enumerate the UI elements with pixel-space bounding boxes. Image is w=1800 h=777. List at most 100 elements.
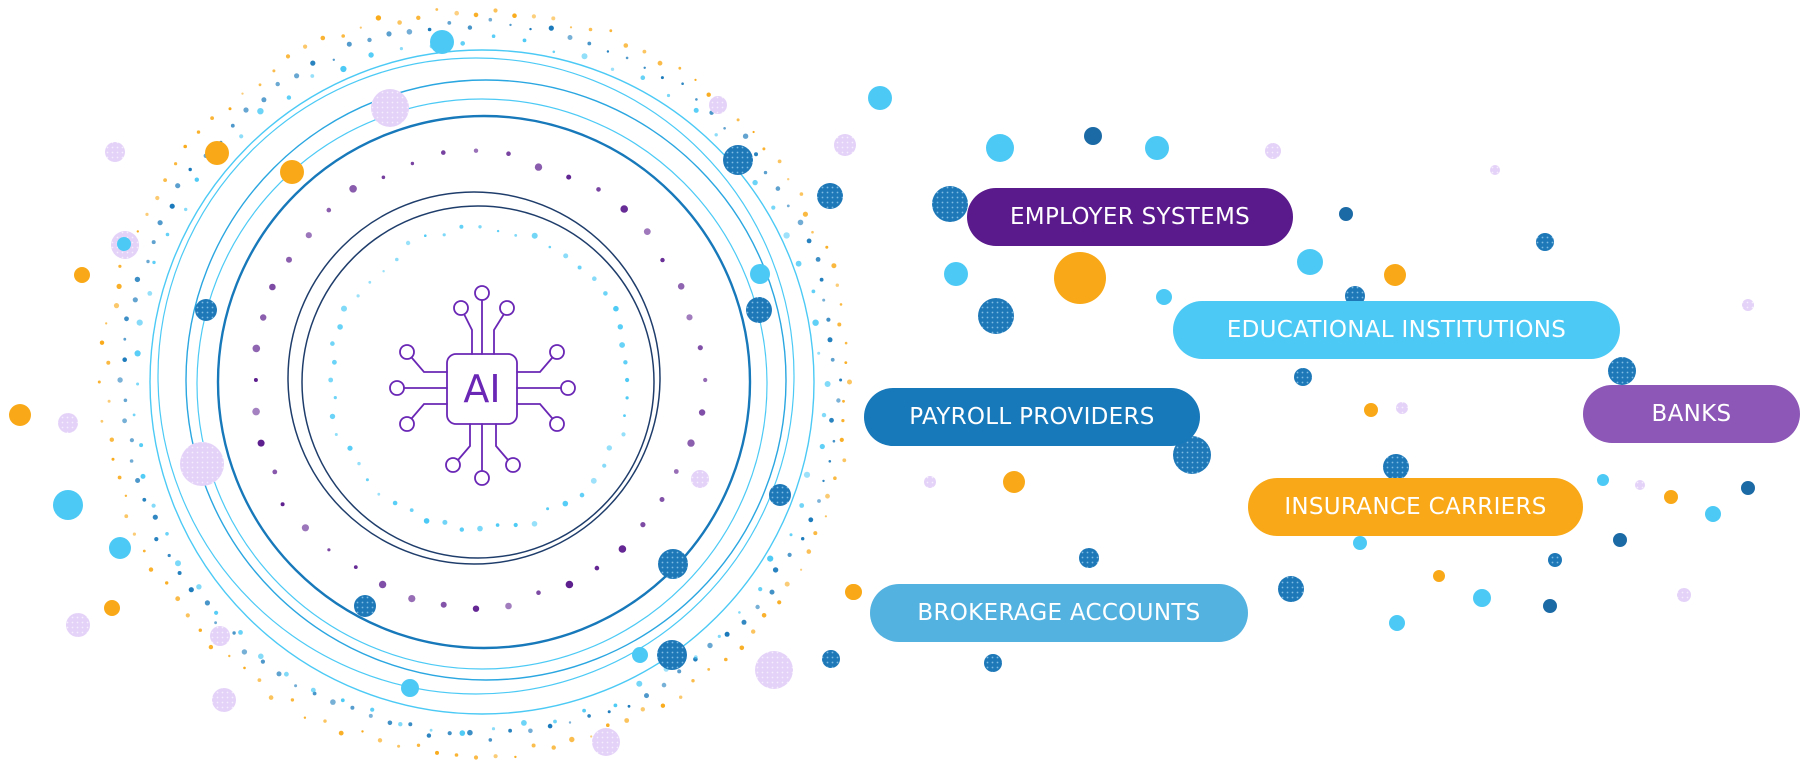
orbit-dot	[122, 357, 127, 363]
orbit-dot	[310, 60, 316, 66]
orbit-dot	[491, 34, 496, 38]
bubble	[1079, 548, 1099, 568]
orbit-dot	[368, 713, 373, 718]
orbit-dot	[553, 719, 557, 724]
orbit-dot	[841, 419, 845, 423]
orbit-dot	[424, 234, 427, 237]
orbit-dot	[330, 699, 336, 705]
orbit-dot	[741, 619, 747, 625]
bubble	[1294, 368, 1312, 386]
orbit-dot	[812, 319, 819, 326]
bubble	[58, 413, 78, 433]
bubble	[1084, 127, 1102, 145]
orbit-dot	[340, 698, 345, 703]
orbit-dot	[332, 58, 335, 61]
orbit-dot	[175, 183, 181, 189]
orbit-dot	[624, 718, 630, 723]
orbit-dot	[618, 545, 627, 553]
bubble	[1635, 480, 1645, 490]
orbit-dot	[303, 716, 307, 719]
orbit-dot	[493, 754, 498, 759]
orbit-dot	[330, 341, 335, 346]
orbit-dot	[165, 232, 170, 237]
orbit-dot	[163, 178, 168, 183]
orbit-dot	[657, 60, 663, 66]
orbit-dot	[423, 518, 430, 524]
orbit-dot	[707, 642, 713, 649]
orbit-dot	[409, 508, 414, 512]
orbit-dot	[198, 628, 202, 632]
bubble	[1741, 481, 1755, 495]
bubble	[657, 640, 687, 670]
orbit-dot	[775, 186, 781, 191]
orbit-dot	[286, 256, 292, 263]
orbit-dot	[188, 167, 192, 172]
orbit-dot	[105, 322, 108, 325]
orbit-dot	[815, 257, 821, 262]
orbit-dot	[367, 37, 372, 43]
orbit-dot	[495, 523, 500, 527]
bubble	[1173, 436, 1211, 474]
orbit-dot	[184, 207, 188, 212]
bubble	[845, 584, 861, 600]
orbit-dot	[328, 377, 334, 383]
bubble	[1265, 143, 1281, 159]
orbit-dot	[703, 377, 708, 383]
orbit-dot	[435, 8, 439, 11]
orbit-dot	[167, 553, 171, 558]
orbit-dot	[822, 479, 825, 483]
orbit-dot	[416, 15, 421, 20]
orbit-dot	[587, 714, 591, 718]
orbit-dot	[506, 151, 511, 156]
orbit-dot	[405, 240, 411, 246]
bubble	[401, 679, 419, 697]
orbit-dot	[609, 29, 613, 33]
orbit-dot	[185, 613, 190, 618]
orbit-dot	[767, 555, 774, 562]
orbit-dot	[467, 25, 473, 30]
orbit-dot	[625, 56, 629, 60]
orbit-dot	[587, 41, 592, 46]
bubble	[1490, 165, 1500, 175]
bubble	[1664, 490, 1678, 504]
orbit-dot	[258, 83, 262, 87]
orbit-dot	[243, 107, 249, 113]
orbit-dot	[359, 26, 362, 29]
orbit-dot	[687, 439, 695, 447]
bubble	[1705, 506, 1721, 522]
orbit-dot	[123, 398, 128, 403]
orbit-dot	[610, 67, 615, 72]
orbit-dot	[839, 437, 844, 442]
orbit-dot	[268, 695, 274, 700]
orbit-dot	[579, 492, 585, 498]
orbit-dot	[473, 12, 479, 18]
orbit-dot	[522, 38, 527, 43]
orbit-dot	[787, 552, 792, 558]
orbit-dot	[347, 445, 353, 451]
bubble	[212, 688, 236, 712]
orbit-dot	[478, 225, 482, 229]
orbit-dot	[435, 750, 439, 755]
orbit-dot	[378, 580, 387, 589]
orbit-dot	[592, 276, 597, 282]
bubble	[1364, 403, 1378, 417]
orbit-dot	[694, 78, 697, 81]
orbit-dot	[327, 548, 331, 552]
orbit-dot	[691, 679, 695, 683]
orbit-dot	[739, 645, 745, 651]
orbit-dot	[132, 532, 136, 536]
orbit-dot	[241, 92, 244, 95]
orbit-dot	[811, 230, 814, 234]
orbit-dot	[183, 144, 187, 149]
orbit-dot	[606, 445, 612, 451]
orbit-dot	[842, 458, 847, 463]
orbit-dot	[426, 733, 432, 738]
orbit-dot	[627, 704, 631, 708]
orbit-dot	[142, 497, 147, 502]
orbit-dot	[590, 735, 593, 738]
orbit-dot	[521, 720, 527, 726]
orbit-dot	[285, 54, 291, 59]
orbit-dot	[644, 693, 649, 699]
orbit-dot	[346, 41, 352, 47]
orbit-dot	[686, 314, 693, 321]
